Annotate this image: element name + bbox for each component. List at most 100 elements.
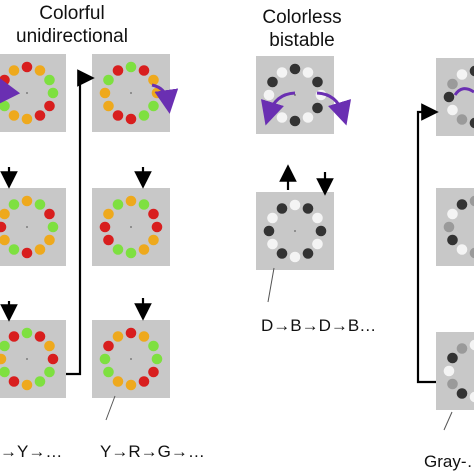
- dot-dark: [302, 248, 314, 259]
- title-colorful-unidirectional: Colorful unidirectional: [12, 2, 132, 48]
- dot-orange: [0, 208, 10, 220]
- dot-green: [151, 353, 163, 365]
- dot-green: [34, 199, 46, 210]
- sequence-label-col2: Y→R→G→…: [100, 442, 205, 461]
- dot-green: [21, 327, 33, 339]
- dot-white: [447, 104, 458, 116]
- dot-gray: [456, 343, 468, 354]
- dot-red: [99, 221, 111, 233]
- dot-orange: [44, 234, 55, 246]
- dot-orange: [0, 234, 10, 246]
- fixation-point: [26, 226, 28, 228]
- dot-dark: [312, 76, 323, 88]
- fixation-point: [26, 92, 28, 94]
- dot-dark: [456, 388, 468, 399]
- dot-red: [103, 340, 114, 352]
- dot-green: [34, 376, 46, 387]
- stimulus-panel-p3b: [256, 192, 334, 270]
- dot-orange: [34, 244, 46, 255]
- dot-dark: [263, 225, 275, 237]
- dot-dark: [289, 63, 301, 75]
- panel-background: [436, 188, 474, 266]
- dot-red: [34, 331, 46, 342]
- dot-red: [44, 100, 55, 112]
- dot-orange: [21, 113, 33, 125]
- stimulus-panel-p2c: [92, 320, 170, 398]
- dot-orange: [21, 195, 33, 207]
- dot-white: [267, 212, 278, 224]
- dot-red: [8, 376, 20, 387]
- rotation-arrow: [0, 77, 21, 105]
- dot-orange: [103, 208, 114, 220]
- dot-white: [312, 212, 323, 224]
- dot-orange: [34, 65, 46, 76]
- dot-white: [312, 238, 323, 250]
- dot-green: [112, 199, 124, 210]
- fixation-point: [26, 358, 28, 360]
- dot-gray: [447, 78, 458, 90]
- dot-orange: [8, 65, 20, 76]
- dot-white: [469, 391, 474, 403]
- dot-green: [103, 366, 114, 378]
- panel-background: [436, 58, 474, 136]
- dot-red: [103, 234, 114, 246]
- dot-gray: [469, 247, 474, 259]
- dot-orange: [44, 340, 55, 352]
- dot-orange: [21, 379, 33, 391]
- dot-white: [456, 244, 468, 255]
- dot-gray: [447, 378, 458, 390]
- stimulus-panel-p2b: [92, 188, 170, 266]
- dot-dark: [469, 65, 474, 77]
- dot-orange: [138, 244, 150, 255]
- dot-white: [302, 112, 314, 123]
- dot-green: [44, 366, 55, 378]
- dot-gray: [443, 221, 455, 233]
- dot-white: [456, 69, 468, 80]
- title-colorful-line2: unidirectional: [16, 26, 128, 47]
- dot-red: [151, 221, 163, 233]
- pointer-line: [267, 267, 275, 303]
- dot-white: [267, 238, 278, 250]
- dot-green: [8, 244, 20, 255]
- stimulus-panel-p4b: [436, 188, 474, 266]
- fixation-point: [130, 92, 132, 94]
- dot-red: [112, 65, 124, 76]
- dot-red: [125, 327, 137, 339]
- dot-red: [8, 331, 20, 342]
- fixation-point: [294, 230, 296, 232]
- dot-red: [148, 366, 159, 378]
- dot-dark: [447, 234, 458, 246]
- panel-background: [436, 332, 474, 410]
- dot-green: [47, 221, 59, 233]
- title-colorful-line1: Colorful: [39, 3, 105, 24]
- stimulus-panel-p1b: [0, 188, 66, 266]
- title-colorless-line1: Colorless: [262, 7, 342, 28]
- dot-red: [125, 113, 137, 125]
- dot-red: [47, 353, 59, 365]
- fixation-point: [294, 94, 296, 96]
- dot-dark: [302, 203, 314, 214]
- dot-red: [0, 221, 7, 233]
- stimulus-panel-p1c: [0, 320, 66, 398]
- dot-green: [125, 61, 137, 73]
- pointer-line: [443, 411, 453, 431]
- dot-dark: [312, 102, 323, 114]
- dot-green: [103, 74, 114, 86]
- dot-green: [0, 340, 10, 352]
- dot-orange: [125, 195, 137, 207]
- dot-gray: [469, 195, 474, 207]
- dot-orange: [0, 353, 7, 365]
- dot-white: [302, 67, 314, 78]
- dot-orange: [112, 376, 124, 387]
- dot-green: [148, 340, 159, 352]
- dot-green: [125, 247, 137, 259]
- dot-dark: [469, 117, 474, 129]
- dot-dark: [447, 352, 458, 364]
- loop-connector-arrow: [66, 69, 95, 376]
- dot-green: [0, 366, 10, 378]
- dot-orange: [148, 74, 159, 86]
- dot-white: [447, 208, 458, 220]
- rotation-arrow: [453, 87, 474, 96]
- rotation-arrow-ccw: [260, 91, 296, 126]
- sequence-label-col4: Gray-…: [424, 452, 474, 471]
